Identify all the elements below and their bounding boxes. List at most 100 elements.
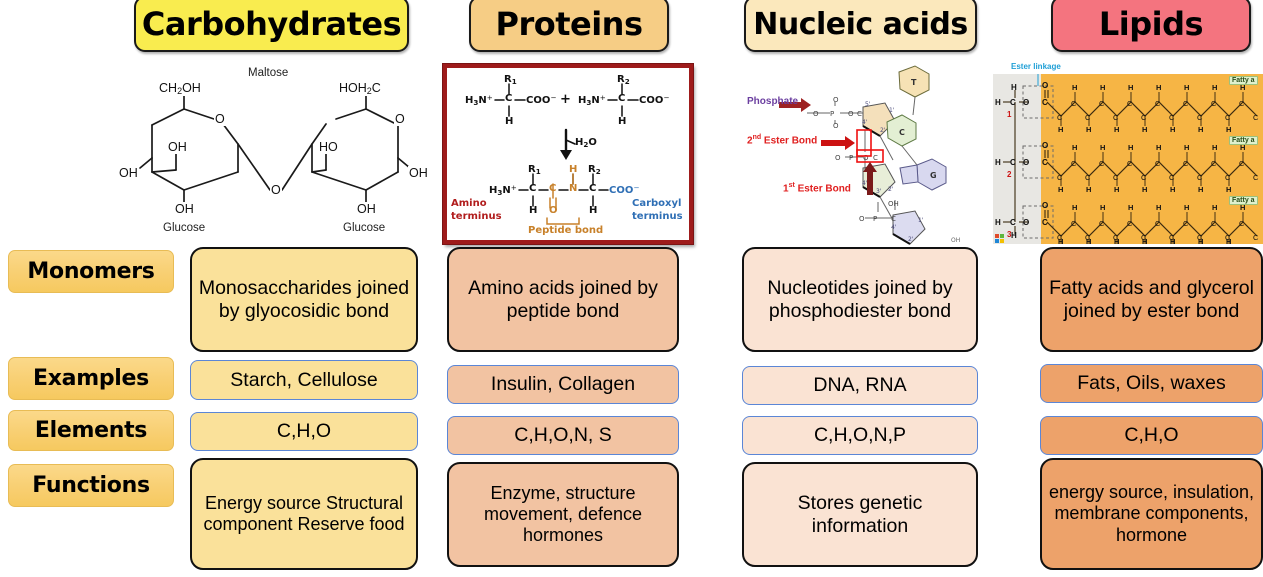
lipid-glycerol-number-3: 3 bbox=[1007, 230, 1012, 239]
svg-text:T: T bbox=[911, 78, 917, 87]
svg-text:4': 4' bbox=[891, 224, 897, 231]
cell-proteins-functions-text: Enzyme, structure movement, defence horm… bbox=[483, 482, 643, 546]
maltose-left-ring-oxygen: O bbox=[214, 112, 226, 126]
svg-text:H: H bbox=[1128, 143, 1133, 152]
nucleic-first-ester-bond-label: 1st Ester Bond bbox=[783, 182, 851, 195]
nucleic-second-ester-bond-label: 2nd Ester Bond bbox=[747, 134, 818, 147]
svg-text:2': 2' bbox=[888, 186, 894, 193]
peptide-c-right: C bbox=[618, 93, 626, 104]
peptide-r2-product: R2 bbox=[588, 164, 601, 176]
cell-lipids-monomers: Fatty acids and glycerol joined by ester… bbox=[1040, 247, 1263, 352]
svg-text:C: C bbox=[1197, 113, 1203, 122]
peptide-h-amide: H bbox=[569, 164, 578, 175]
svg-text:C: C bbox=[1169, 233, 1175, 242]
svg-text:H: H bbox=[1011, 231, 1017, 240]
svg-text:1': 1' bbox=[918, 217, 924, 224]
svg-text:O: O bbox=[1023, 98, 1029, 107]
peptide-h-alpha2: H bbox=[589, 205, 598, 216]
svg-text:C: C bbox=[1141, 113, 1147, 122]
header-proteins-label: Proteins bbox=[495, 5, 643, 43]
svg-text:H: H bbox=[1184, 203, 1189, 212]
maltose-right-glucose-label: Glucose bbox=[343, 222, 386, 234]
svg-text:P: P bbox=[873, 215, 877, 223]
peptide-c-alpha2: C bbox=[589, 183, 597, 194]
peptide-bond-illustration: R1 R2 H3N+ C COO− + H3N+ C COO− H H H2O … bbox=[443, 64, 693, 244]
cell-nucleic-acids-examples-text: DNA, RNA bbox=[813, 374, 907, 397]
peptide-r1-top: R1 bbox=[504, 74, 517, 86]
svg-text:C: C bbox=[1155, 99, 1161, 108]
svg-text:C: C bbox=[1169, 173, 1175, 182]
maltose-right-hoh2c: HOH2C bbox=[338, 81, 382, 96]
peptide-h-alpha1: H bbox=[529, 205, 538, 216]
svg-text:C: C bbox=[899, 128, 905, 137]
svg-text:OH: OH bbox=[951, 237, 960, 244]
svg-text:O: O bbox=[1023, 218, 1029, 227]
svg-text:C: C bbox=[1057, 233, 1063, 242]
svg-text:C: C bbox=[1071, 159, 1077, 168]
svg-text:1': 1' bbox=[889, 107, 895, 114]
svg-text:H: H bbox=[1184, 83, 1189, 92]
cell-lipids-elements: C,H,O bbox=[1040, 416, 1263, 455]
svg-text:O: O bbox=[1042, 201, 1048, 210]
row-label-examples-text: Examples bbox=[33, 366, 149, 391]
cell-nucleic-acids-functions-text: Stores genetic information bbox=[797, 491, 923, 537]
svg-text:C: C bbox=[1057, 173, 1063, 182]
lipid-glycerol-number-1: 1 bbox=[1007, 110, 1012, 119]
svg-text:H: H bbox=[1198, 237, 1203, 244]
peptide-c-left: C bbox=[505, 93, 513, 104]
svg-text:H: H bbox=[1100, 83, 1105, 92]
svg-text:H: H bbox=[1198, 125, 1203, 134]
cell-proteins-monomers: Amino acids joined by peptide bond bbox=[447, 247, 679, 352]
cell-proteins-monomers-text: Amino acids joined by peptide bond bbox=[468, 276, 658, 322]
svg-text:C: C bbox=[1127, 219, 1133, 228]
cell-carbohydrates-elements: C,H,O bbox=[190, 412, 418, 451]
cell-lipids-functions: energy source, insulation, membrane comp… bbox=[1040, 458, 1263, 570]
svg-text:C: C bbox=[1239, 159, 1245, 168]
svg-text:H: H bbox=[1226, 185, 1231, 194]
svg-text:O: O bbox=[813, 110, 819, 118]
lipid-glycerol-number-2: 2 bbox=[1007, 170, 1012, 179]
cell-nucleic-acids-monomers-text: Nucleotides joined by phosphodiester bon… bbox=[767, 276, 953, 322]
svg-text:O: O bbox=[859, 215, 865, 223]
svg-text:C: C bbox=[1071, 99, 1077, 108]
cell-carbohydrates-functions: Energy source Structural component Reser… bbox=[190, 458, 418, 570]
nucleic-phosphate-label: Phosphate bbox=[747, 96, 799, 107]
lipid-ester-linkage-label: Ester linkage bbox=[1011, 62, 1061, 71]
maltose-bridge-oxygen: O bbox=[270, 183, 282, 197]
svg-text:H: H bbox=[1086, 125, 1091, 134]
svg-text:H: H bbox=[1128, 83, 1133, 92]
peptide-h-left: H bbox=[505, 116, 514, 127]
svg-text:C: C bbox=[1211, 159, 1217, 168]
peptide-coo-left: COO− bbox=[526, 93, 557, 107]
svg-text:C: C bbox=[1211, 219, 1217, 228]
svg-text:H: H bbox=[1114, 185, 1119, 194]
maltose-title: Maltose bbox=[248, 67, 289, 79]
svg-text:C: C bbox=[1239, 219, 1245, 228]
svg-text:C: C bbox=[1197, 173, 1203, 182]
row-label-functions-text: Functions bbox=[32, 473, 150, 498]
cell-carbohydrates-examples-text: Starch, Cellulose bbox=[230, 368, 378, 391]
svg-text:H: H bbox=[1142, 237, 1147, 244]
svg-text:H: H bbox=[1198, 185, 1203, 194]
svg-text:C: C bbox=[1099, 159, 1105, 168]
maltose-left-oh-side: OH bbox=[118, 166, 139, 180]
peptide-bond-label: Peptide bond bbox=[528, 225, 604, 236]
maltose-left-ch2oh: CH2OH bbox=[158, 81, 202, 96]
svg-text:C: C bbox=[1071, 219, 1077, 228]
row-label-elements: Elements bbox=[8, 410, 174, 451]
header-carbohydrates-label: Carbohydrates bbox=[141, 5, 402, 43]
cell-lipids-functions-text: energy source, insulation, membrane comp… bbox=[1048, 482, 1255, 545]
cell-proteins-elements: C,H,O,N, S bbox=[447, 416, 679, 455]
svg-text:C: C bbox=[1113, 113, 1119, 122]
header-nucleic-acids-label: Nucleic acids bbox=[753, 6, 968, 42]
cell-lipids-monomers-text: Fatty acids and glycerol joined by ester… bbox=[1049, 276, 1254, 322]
peptide-plus-sign: + bbox=[560, 92, 571, 107]
peptide-h3n-left: H3N+ bbox=[465, 93, 493, 108]
svg-text:C: C bbox=[1042, 158, 1048, 167]
svg-text:O: O bbox=[1042, 81, 1048, 90]
maltose-left-glucose-label: Glucose bbox=[163, 222, 206, 234]
header-carbohydrates: Carbohydrates bbox=[134, 0, 409, 52]
glycerol-backbone-region bbox=[993, 74, 1041, 244]
